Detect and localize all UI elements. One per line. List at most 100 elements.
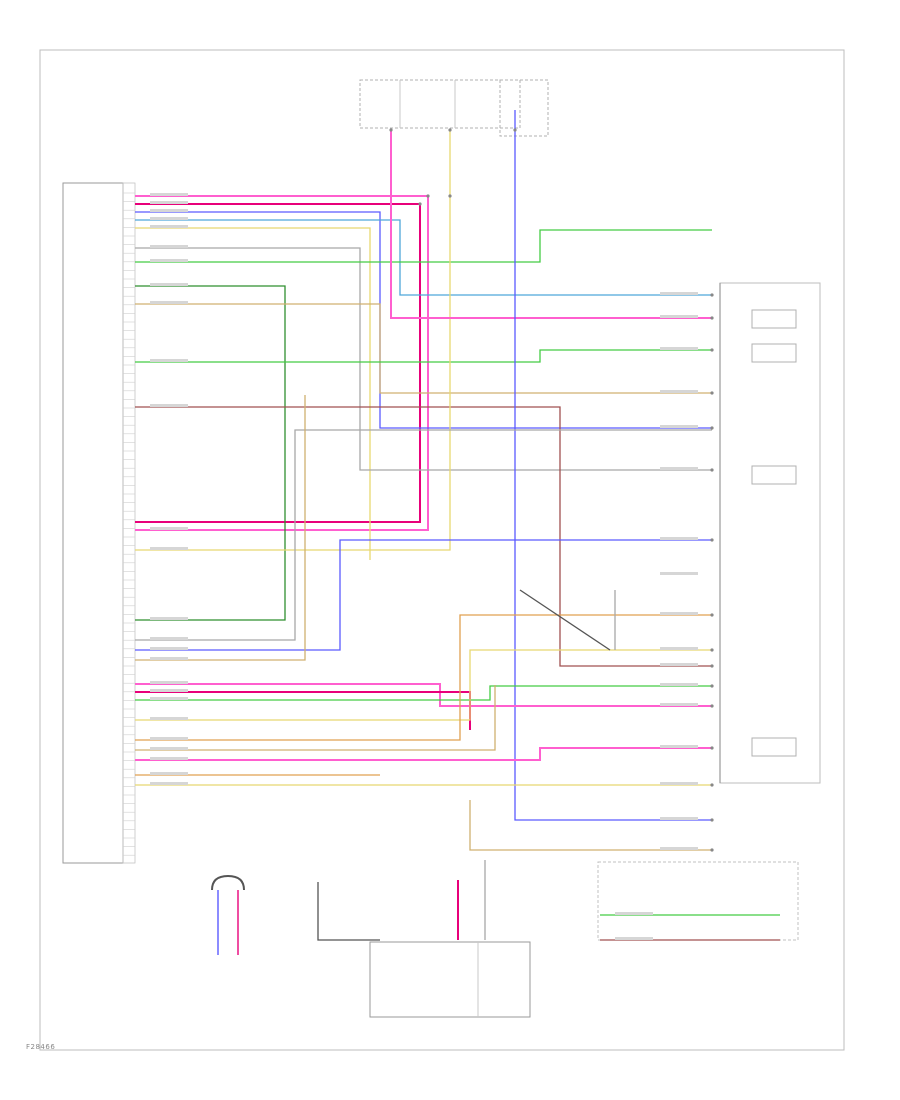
wire-tan: [135, 303, 712, 394]
splice-point: [389, 128, 393, 132]
wire-label-mark: [660, 847, 698, 850]
wire-labels: [150, 193, 698, 940]
wire-label-mark: [150, 359, 188, 362]
wire-label-mark: [150, 747, 188, 750]
wire-label-mark: [660, 817, 698, 820]
wire-label-mark: [150, 647, 188, 650]
wire-label-mark: [150, 201, 188, 204]
wire-orange: [135, 614, 712, 741]
splice-point: [710, 818, 714, 822]
splice-point: [448, 128, 452, 132]
wire-green: [135, 229, 712, 263]
wire-pink: [390, 130, 712, 319]
wire-label-mark: [660, 467, 698, 470]
wire-label-mark: [150, 245, 188, 248]
wire-label-mark: [660, 537, 698, 540]
splice-point: [710, 468, 714, 472]
wire-pink: [135, 747, 712, 761]
wire-label-mark: [150, 225, 188, 228]
wire-label-mark: [150, 193, 188, 196]
wire-label-mark: [150, 527, 188, 530]
wire-black: [519, 589, 611, 651]
wire-blue: [514, 110, 712, 821]
wire-darkgreen: [135, 285, 286, 621]
wire-label-mark: [150, 404, 188, 407]
wire-label-mark: [660, 612, 698, 615]
wire-label-mark: [660, 390, 698, 393]
wire-gray: [135, 429, 712, 641]
wire-cyan: [135, 219, 712, 296]
wire-label-mark: [660, 745, 698, 748]
splice-point: [513, 128, 517, 132]
wire-gray: [135, 247, 712, 471]
splice-point: [710, 746, 714, 750]
wire-label-mark: [660, 425, 698, 428]
splice-point: [710, 704, 714, 708]
splice-point: [710, 538, 714, 542]
wire-label-mark: [150, 637, 188, 640]
wire-brown: [135, 406, 712, 667]
wire-label-mark: [150, 717, 188, 720]
splice-point: [710, 664, 714, 668]
splice-point: [710, 391, 714, 395]
wire-black: [317, 882, 380, 941]
wire-label-mark: [660, 703, 698, 706]
splice-point: [710, 293, 714, 297]
splice-point: [418, 202, 422, 206]
wire-label-mark: [150, 689, 188, 692]
wire-label-mark: [150, 681, 188, 684]
output-shaft-speed-sensor: [211, 874, 245, 955]
wire-label-mark: [660, 647, 698, 650]
wire-pink: [135, 195, 429, 531]
splice-point: [448, 194, 452, 198]
wire-blue: [135, 211, 712, 429]
wire-label-mark: [660, 347, 698, 350]
diagram-reference-code: F28466: [26, 1043, 56, 1051]
splice-point: [710, 783, 714, 787]
wire-label-mark: [660, 572, 698, 575]
wire-label-mark: [150, 259, 188, 262]
wire-label-mark: [150, 697, 188, 700]
wire-label-mark: [615, 937, 653, 940]
wire-yellow: [135, 649, 712, 721]
wire-yellow: [135, 227, 371, 560]
wire-blue: [135, 539, 712, 651]
wire-yellow: [135, 130, 451, 551]
wire-label-mark: [150, 782, 188, 785]
wire-label-mark: [150, 657, 188, 660]
wire-tan: [469, 800, 712, 851]
gear-position-sensor: [369, 941, 531, 1018]
wire-label-mark: [150, 772, 188, 775]
wire-label-mark: [150, 617, 188, 620]
wire-label-mark: [660, 782, 698, 785]
wire-label-mark: [615, 912, 653, 915]
splice-point: [710, 684, 714, 688]
transmission-range-switch: [597, 861, 799, 941]
wire-green: [135, 349, 712, 363]
splice-point: [710, 848, 714, 852]
wire-label-mark: [150, 209, 188, 212]
splice-point: [710, 426, 714, 430]
wire-green: [135, 685, 712, 701]
wire-label-mark: [660, 683, 698, 686]
wire-magenta: [135, 203, 421, 523]
wire-tan: [135, 685, 496, 751]
top-fuse-relay-box: [359, 79, 549, 137]
splice-point: [710, 648, 714, 652]
wire-label-mark: [150, 547, 188, 550]
wire-label-mark: [660, 292, 698, 295]
splice-point: [710, 613, 714, 617]
transmission-control-module: [62, 182, 136, 864]
wire-pink: [135, 683, 712, 707]
powertrain-control-module: [719, 282, 821, 784]
wire-label-mark: [150, 757, 188, 760]
wire-label-mark: [150, 737, 188, 740]
splice-point: [710, 348, 714, 352]
wire-label-mark: [150, 217, 188, 220]
diagram-border: [39, 49, 845, 1051]
wire-label-mark: [660, 663, 698, 666]
splice-point: [710, 316, 714, 320]
splice-point: [426, 194, 430, 198]
